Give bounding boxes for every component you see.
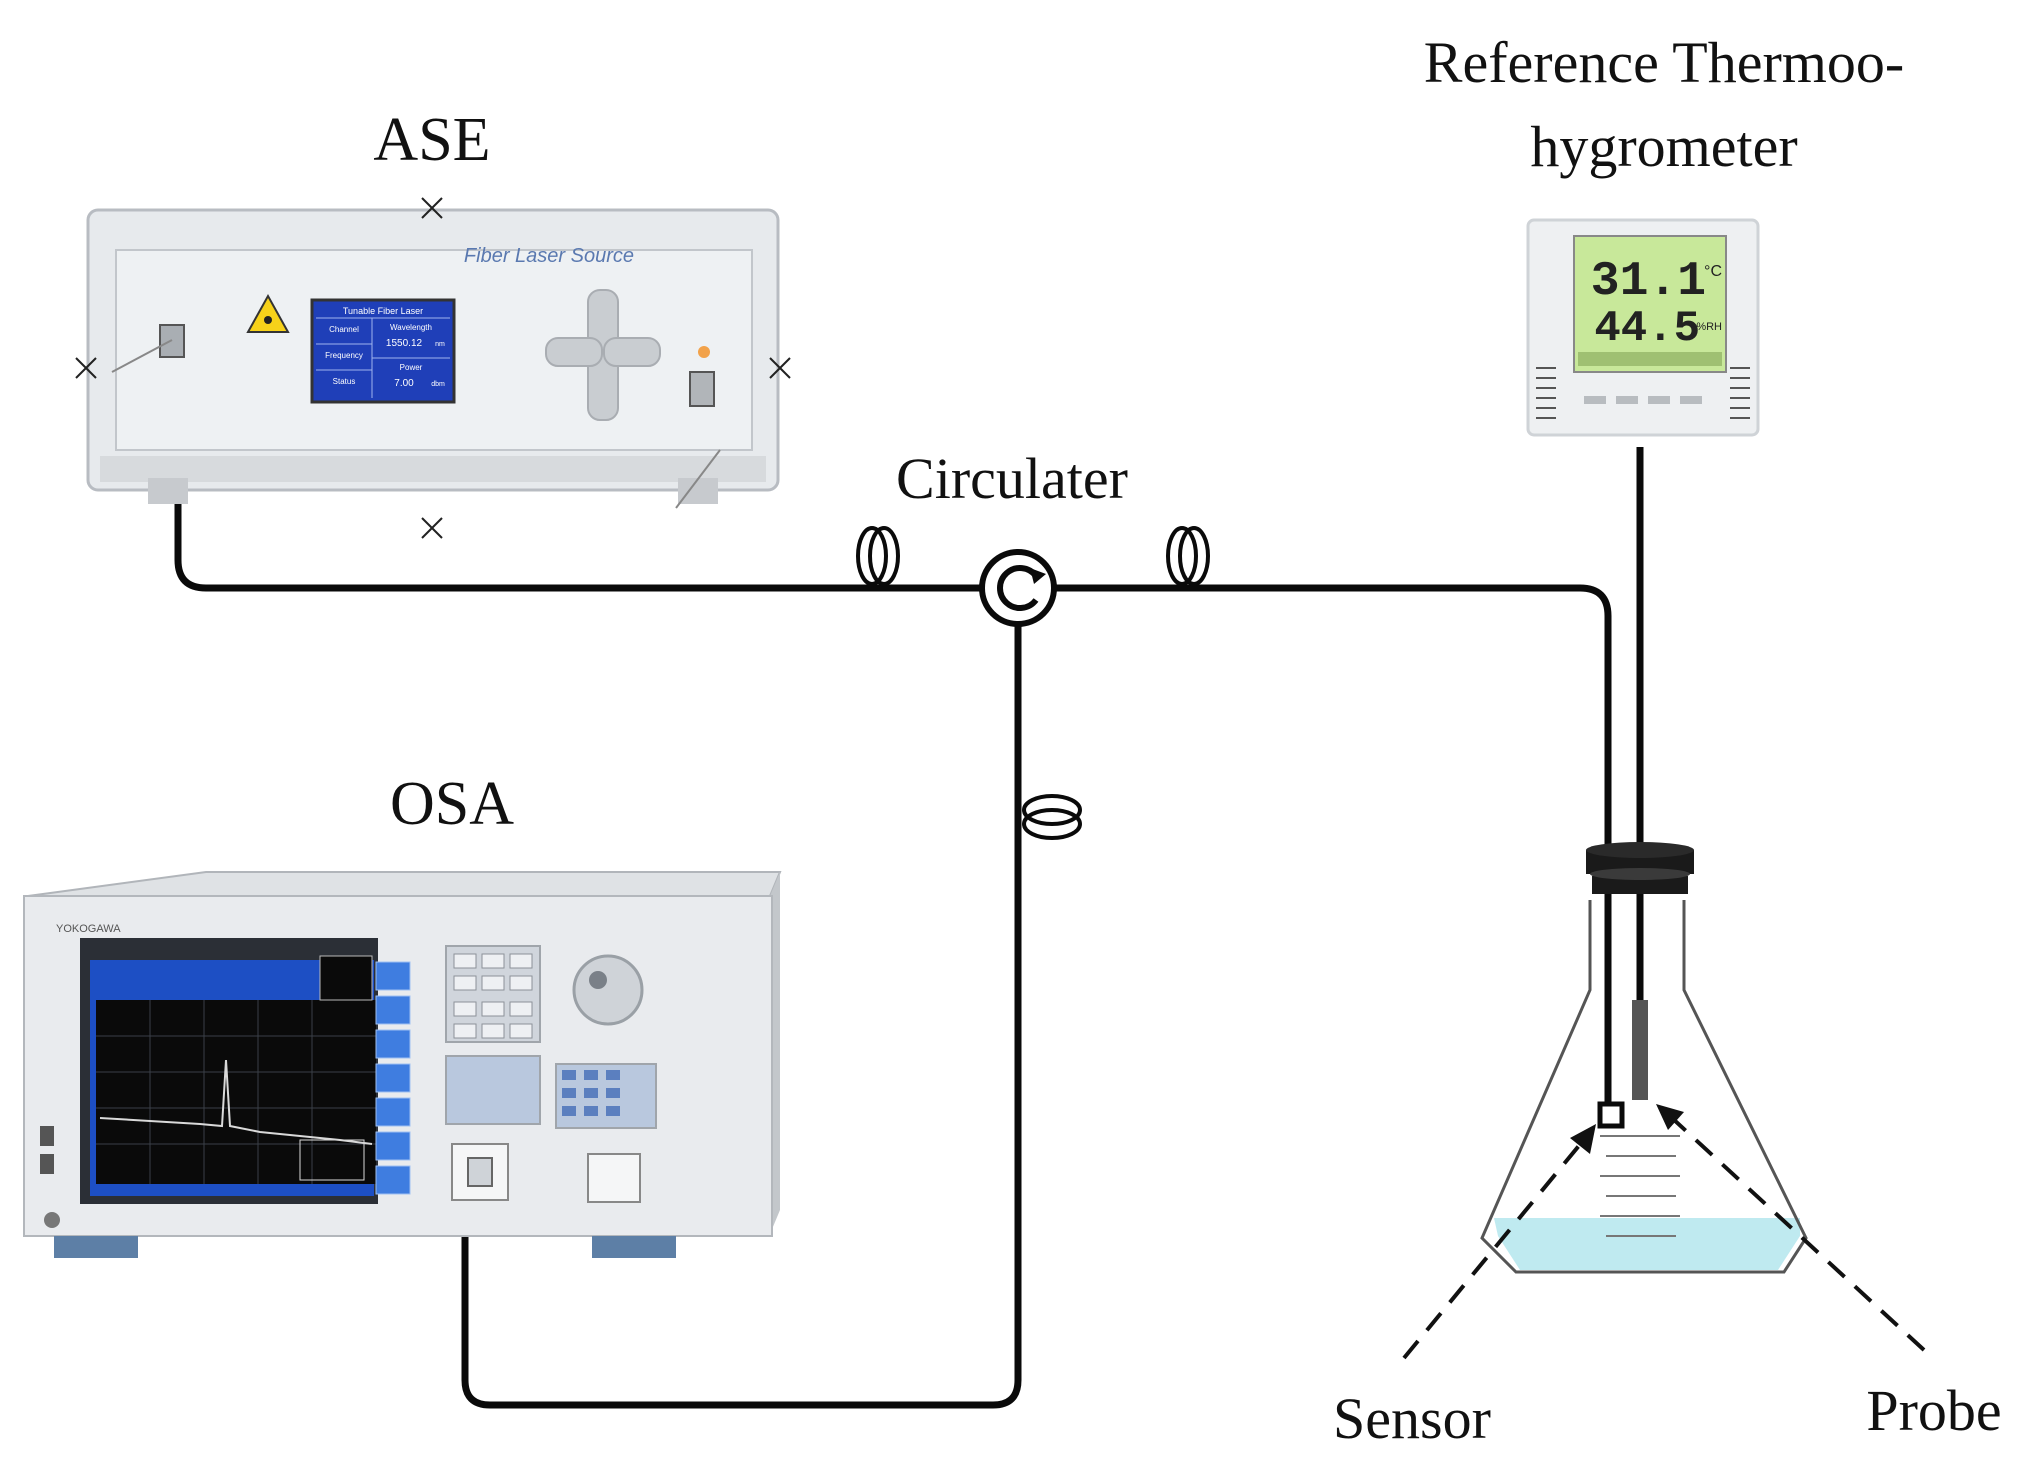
thermohygrometer-device: 31.1 °C 44.5 %RH bbox=[1526, 218, 1760, 437]
osa-plot-grid bbox=[96, 1000, 376, 1184]
ase-cell: Power bbox=[400, 363, 423, 372]
fiber-circulator-to-osa bbox=[461, 616, 1022, 1409]
fiber-coil-left bbox=[856, 526, 900, 586]
flask-graduations bbox=[1600, 1135, 1680, 1237]
ase-key-port bbox=[689, 371, 715, 407]
ase-cell-unit: dbm bbox=[431, 381, 445, 388]
thermohygrometer-buttons bbox=[1584, 396, 1702, 404]
ase-brand-text: Fiber Laser Source bbox=[464, 245, 634, 267]
osa-foot bbox=[592, 1236, 676, 1258]
osa-device: YOKOGAWA bbox=[23, 871, 782, 1258]
sensor-label: Sensor bbox=[1333, 1386, 1491, 1451]
ase-cell-unit: nm bbox=[435, 341, 445, 348]
flask-water bbox=[1494, 1218, 1800, 1270]
reference-label-line1: Reference Thermoo- bbox=[1424, 30, 1904, 95]
thermohygrometer-vent-left bbox=[1536, 367, 1556, 419]
erlenmeyer-flask bbox=[1480, 842, 1808, 1274]
osa-label: OSA bbox=[390, 770, 514, 838]
fiber-coil-vertical bbox=[1022, 794, 1082, 840]
selection-handle-marks bbox=[75, 197, 791, 539]
ase-label: ASE bbox=[373, 106, 490, 174]
probe-label: Probe bbox=[1866, 1378, 2001, 1443]
ase-status-led bbox=[698, 346, 710, 358]
temperature-unit: °C bbox=[1704, 263, 1722, 280]
laser-warning-icon bbox=[246, 293, 290, 333]
temperature-reading: 31.1 bbox=[1591, 255, 1706, 309]
fiber-coil-right bbox=[1166, 526, 1210, 586]
reference-label-line2: hygrometer bbox=[1530, 114, 1797, 179]
osa-foot bbox=[54, 1236, 138, 1258]
fiber-ase-to-circulator bbox=[174, 376, 992, 592]
sensor-square bbox=[1597, 1101, 1625, 1129]
ase-cell: 1550.12 bbox=[386, 338, 423, 349]
ase-cell: Frequency bbox=[325, 351, 363, 360]
ase-cell: Status bbox=[333, 377, 356, 386]
ase-screen-title: Tunable Fiber Laser bbox=[343, 306, 423, 316]
osa-numeric-keys bbox=[562, 1070, 620, 1116]
fiber-circulator-to-sensor bbox=[1044, 584, 1612, 1122]
fiber-connections bbox=[174, 376, 1644, 1409]
osa-rotary-knob bbox=[572, 954, 644, 1026]
osa-softkeys bbox=[375, 961, 411, 1195]
thermohygrometer-vent-right bbox=[1730, 367, 1750, 419]
circulator-icon bbox=[979, 549, 1057, 627]
ase-output-port bbox=[159, 324, 185, 358]
probe-pointer-arrow bbox=[1656, 1104, 1926, 1352]
sensor-pointer-arrow bbox=[1402, 1124, 1596, 1360]
ase-nav-pad bbox=[545, 289, 661, 421]
humidity-unit: %RH bbox=[1696, 321, 1722, 333]
humidity-reading: 44.5 bbox=[1594, 304, 1700, 354]
ase-display bbox=[310, 298, 456, 404]
osa-keypad bbox=[453, 953, 533, 1039]
ase-cell: 7.00 bbox=[394, 378, 414, 389]
ase-device: Fiber Laser Source Tunable Fiber Laser C… bbox=[75, 197, 791, 539]
ase-cell: Wavelength bbox=[390, 323, 432, 332]
osa-brand: YOKOGAWA bbox=[56, 923, 121, 935]
probe-rod bbox=[1632, 1000, 1648, 1100]
osa-spectrum-trace bbox=[99, 1059, 373, 1145]
circulater-label: Circulater bbox=[896, 446, 1128, 511]
thermohygrometer-lcd bbox=[1573, 235, 1727, 373]
ase-cell: Channel bbox=[329, 325, 359, 334]
